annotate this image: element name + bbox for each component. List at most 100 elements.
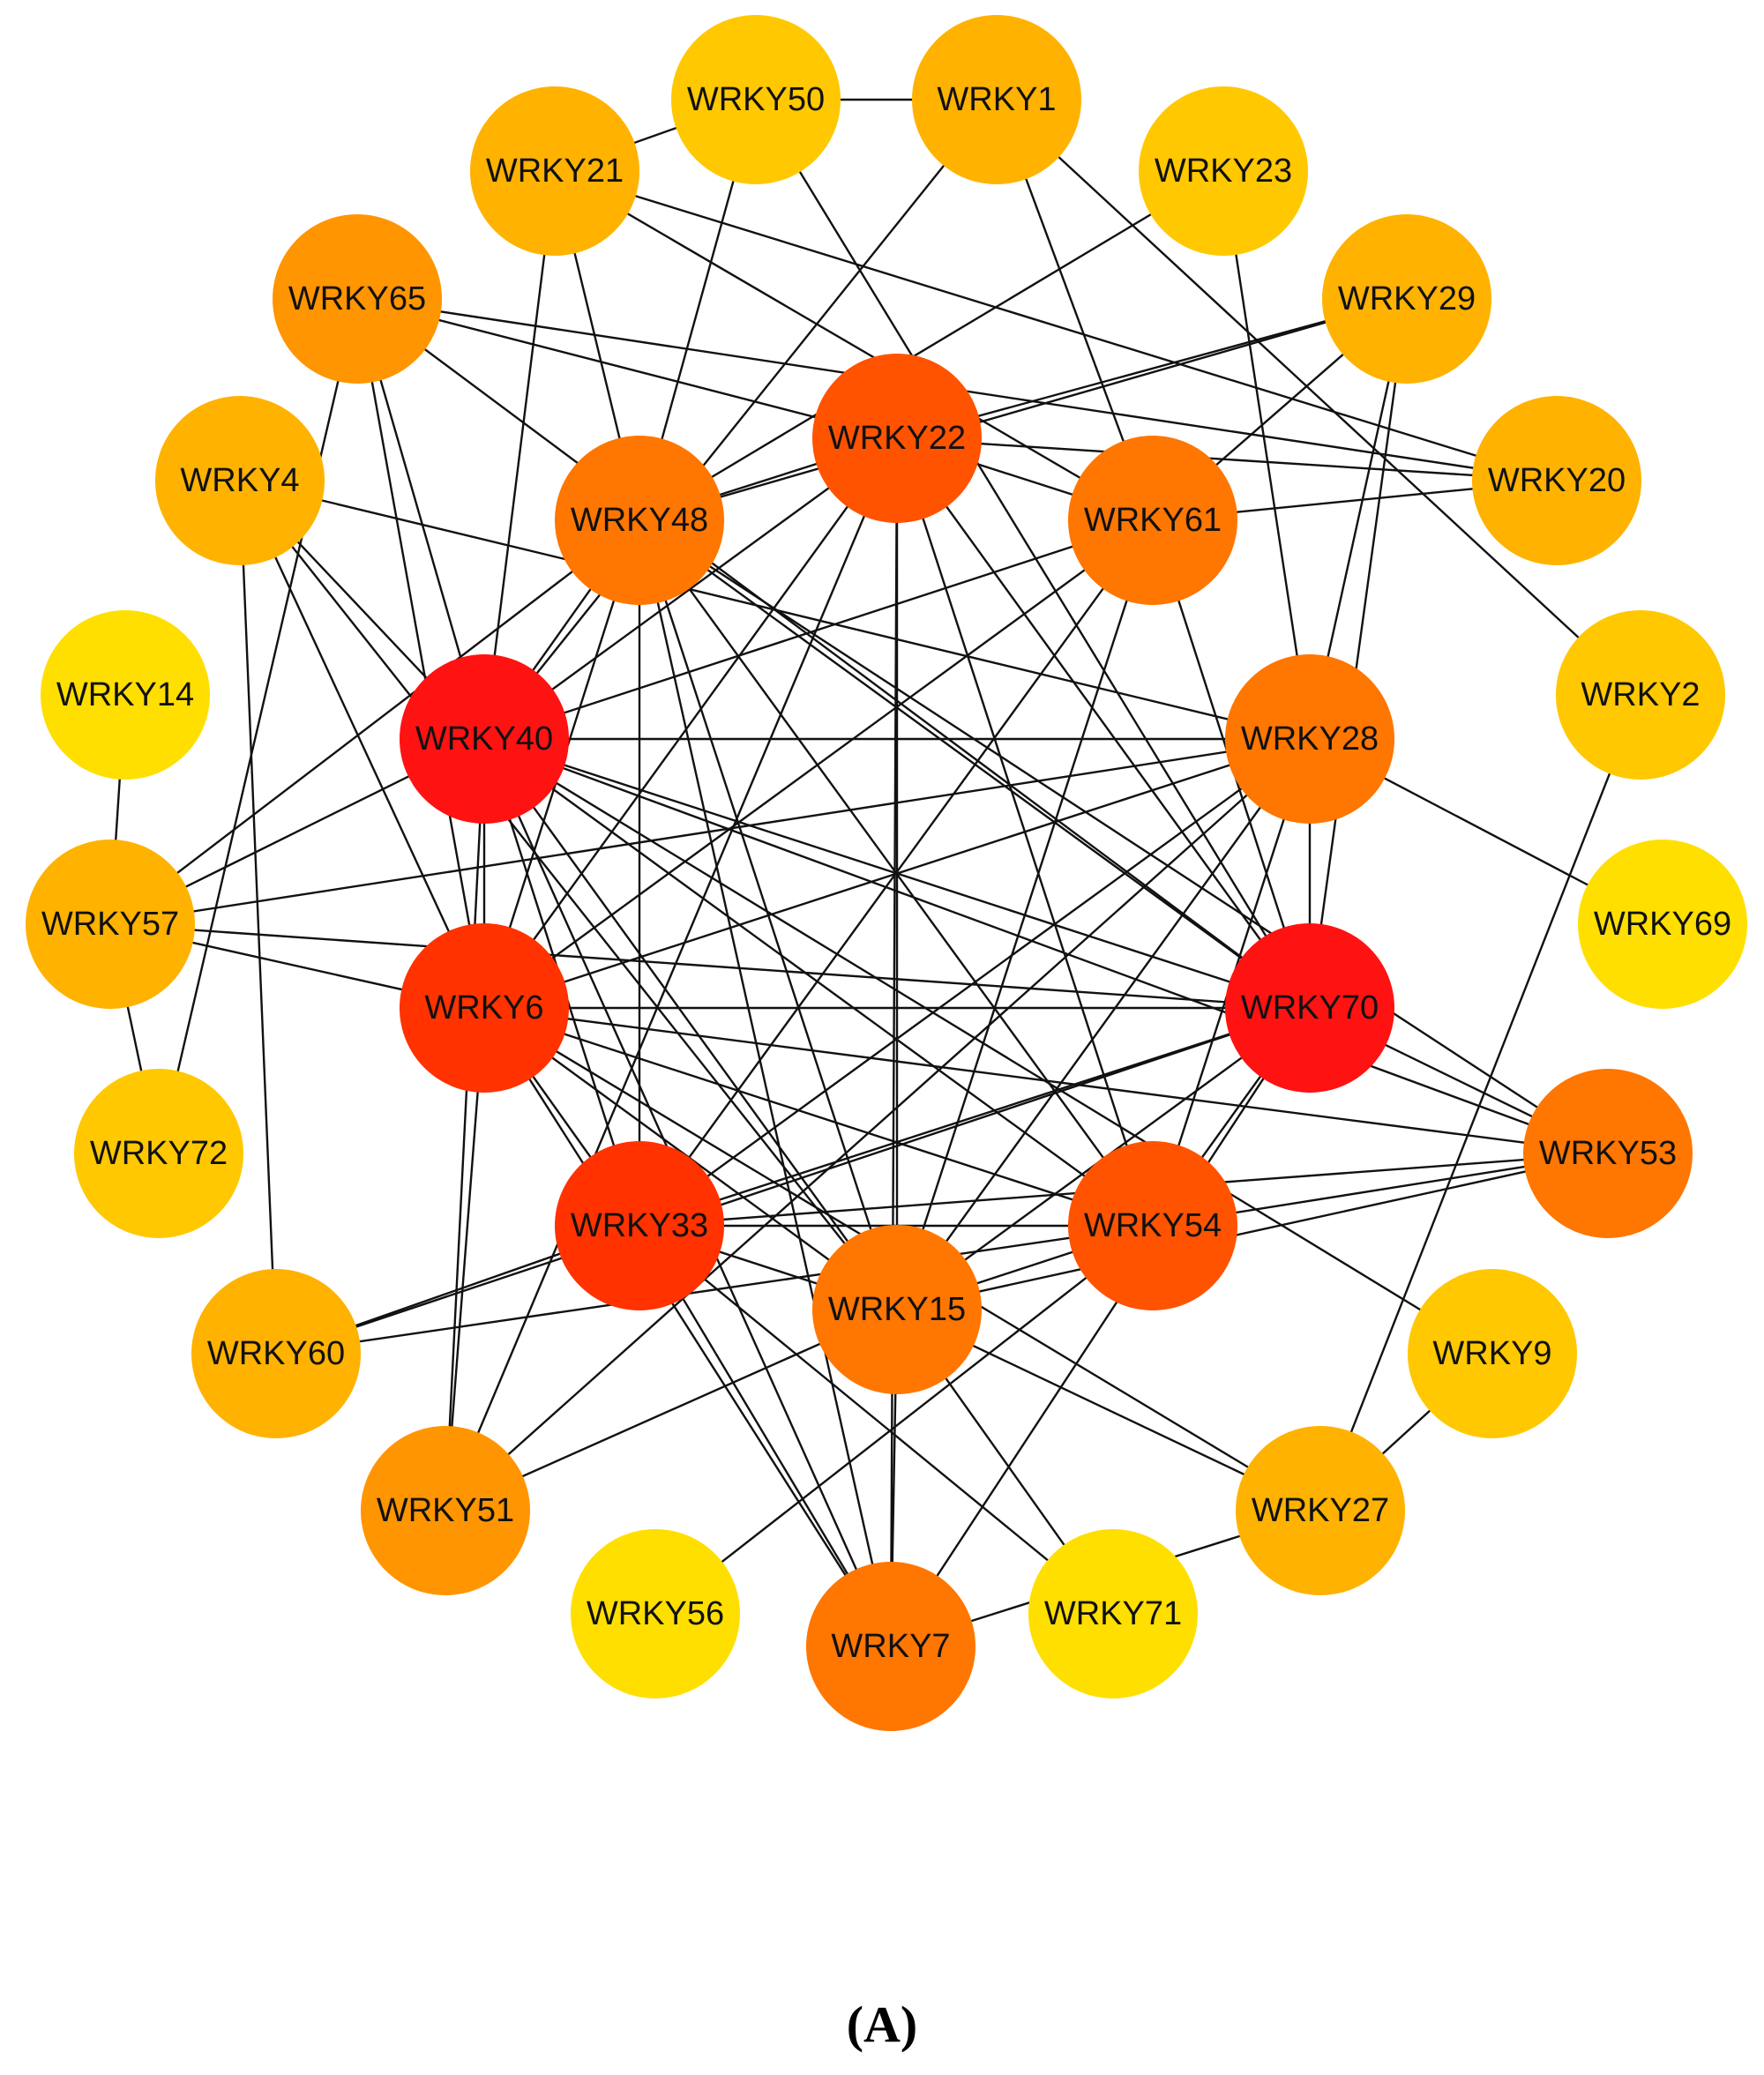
- node-circle: [1322, 214, 1491, 384]
- edge-wrky65-wrky70: [356, 298, 1311, 1009]
- edge-wrky70-wrky7: [889, 1007, 1312, 1647]
- edge-wrky23-wrky48: [639, 169, 1224, 522]
- edge-wrky6-wrky54: [483, 1006, 1154, 1228]
- node-label: WRKY23: [1155, 153, 1292, 190]
- edge-wrky23-wrky28: [1222, 170, 1312, 740]
- edge-wrky4-wrky6: [238, 480, 486, 1009]
- edge-wrky65-wrky22: [356, 297, 898, 440]
- node-wrky14: WRKY14: [41, 610, 210, 780]
- node-wrky61: WRKY61: [1068, 436, 1237, 605]
- node-label: WRKY22: [828, 420, 966, 457]
- node-circle: [555, 436, 724, 605]
- node-label: WRKY56: [587, 1595, 724, 1632]
- node-circle: [1408, 1269, 1577, 1438]
- node-circle: [1225, 654, 1394, 824]
- edge-wrky57-wrky70: [109, 922, 1311, 1010]
- node-label: WRKY70: [1241, 989, 1379, 1026]
- node-label: WRKY14: [56, 676, 194, 713]
- node-label: WRKY57: [41, 906, 179, 943]
- edge-wrky21-wrky40: [482, 170, 557, 740]
- node-circle: [806, 1562, 975, 1731]
- edge-wrky29-wrky22: [896, 297, 1408, 440]
- edge-wrky40-wrky51: [444, 738, 486, 1511]
- edge-wrky22-wrky51: [444, 437, 899, 1511]
- node-wrky28: WRKY28: [1225, 654, 1394, 824]
- node-wrky69: WRKY69: [1578, 840, 1747, 1009]
- node-wrky21: WRKY21: [470, 86, 639, 256]
- edge-wrky28-wrky15: [896, 738, 1311, 1310]
- edge-wrky28-wrky51: [445, 738, 1311, 1511]
- node-wrky23: WRKY23: [1139, 86, 1308, 256]
- node-circle: [1523, 1069, 1693, 1238]
- node-circle: [812, 354, 982, 523]
- node-wrky4: WRKY4: [155, 396, 325, 565]
- node-label: WRKY71: [1044, 1595, 1182, 1632]
- node-label: WRKY40: [415, 720, 553, 758]
- node-label: WRKY21: [486, 153, 624, 190]
- node-circle: [1578, 840, 1747, 1009]
- node-label: WRKY27: [1252, 1492, 1389, 1529]
- edge-wrky28-wrky57: [109, 737, 1311, 926]
- node-circle: [1028, 1529, 1198, 1698]
- edge-wrky6-wrky7: [482, 1007, 893, 1647]
- node-label: WRKY50: [687, 81, 825, 118]
- node-circle: [41, 610, 210, 780]
- node-label: WRKY2: [1581, 676, 1700, 713]
- edge-wrky28-wrky6: [483, 737, 1311, 1010]
- node-label: WRKY4: [180, 462, 299, 499]
- node-wrky9: WRKY9: [1408, 1269, 1577, 1438]
- edge-wrky61-wrky40: [483, 519, 1154, 741]
- node-wrky65: WRKY65: [273, 214, 442, 384]
- edge-wrky60-wrky4: [238, 480, 278, 1355]
- node-circle: [1225, 923, 1394, 1093]
- edge-wrky53-wrky15: [896, 1152, 1609, 1311]
- node-circle: [1236, 1426, 1405, 1595]
- node-wrky20: WRKY20: [1472, 396, 1641, 565]
- node-label: WRKY9: [1432, 1335, 1551, 1372]
- node-label: WRKY51: [377, 1492, 514, 1529]
- edge-wrky70-wrky60: [275, 1006, 1311, 1355]
- node-circle: [812, 1225, 982, 1394]
- edge-wrky29-wrky48: [639, 297, 1408, 522]
- node-circle: [671, 15, 841, 184]
- node-label: WRKY20: [1488, 462, 1626, 499]
- node-label: WRKY33: [571, 1207, 708, 1244]
- node-wrky6: WRKY6: [400, 923, 569, 1093]
- node-circle: [555, 1141, 724, 1310]
- node-label: WRKY48: [571, 502, 708, 539]
- node-label: WRKY60: [207, 1335, 345, 1372]
- node-wrky40: WRKY40: [400, 654, 569, 824]
- node-circle: [1139, 86, 1308, 256]
- edge-wrky22-wrky7: [889, 437, 899, 1647]
- node-wrky7: WRKY7: [806, 1562, 975, 1731]
- node-wrky27: WRKY27: [1236, 1426, 1405, 1595]
- node-circle: [1472, 396, 1641, 565]
- node-label: WRKY65: [288, 280, 426, 317]
- edge-wrky22-wrky40: [483, 437, 898, 740]
- node-circle: [571, 1529, 740, 1698]
- node-label: WRKY54: [1084, 1207, 1222, 1244]
- node-wrky57: WRKY57: [26, 840, 195, 1009]
- node-circle: [400, 654, 569, 824]
- edge-wrky40-wrky54: [483, 738, 1154, 1227]
- edge-wrky21-wrky61: [554, 169, 1154, 522]
- node-label: WRKY61: [1084, 502, 1222, 539]
- node-wrky56: WRKY56: [571, 1529, 740, 1698]
- node-wrky22: WRKY22: [812, 354, 982, 523]
- node-wrky71: WRKY71: [1028, 1529, 1198, 1698]
- node-wrky51: WRKY51: [361, 1426, 530, 1595]
- node-label: WRKY28: [1241, 720, 1379, 758]
- edge-wrky28-wrky33: [639, 738, 1311, 1227]
- edge-wrky57-wrky48: [109, 519, 640, 925]
- node-circle: [1068, 436, 1237, 605]
- edge-wrky20-wrky22: [896, 437, 1558, 482]
- node-circle: [273, 214, 442, 384]
- node-label: WRKY6: [424, 989, 543, 1026]
- edge-wrky54-wrky60: [275, 1224, 1154, 1355]
- node-circle: [26, 840, 195, 1009]
- node-circle: [470, 86, 639, 256]
- node-wrky72: WRKY72: [74, 1069, 243, 1238]
- node-label: WRKY72: [90, 1135, 228, 1172]
- node-wrky1: WRKY1: [912, 15, 1081, 184]
